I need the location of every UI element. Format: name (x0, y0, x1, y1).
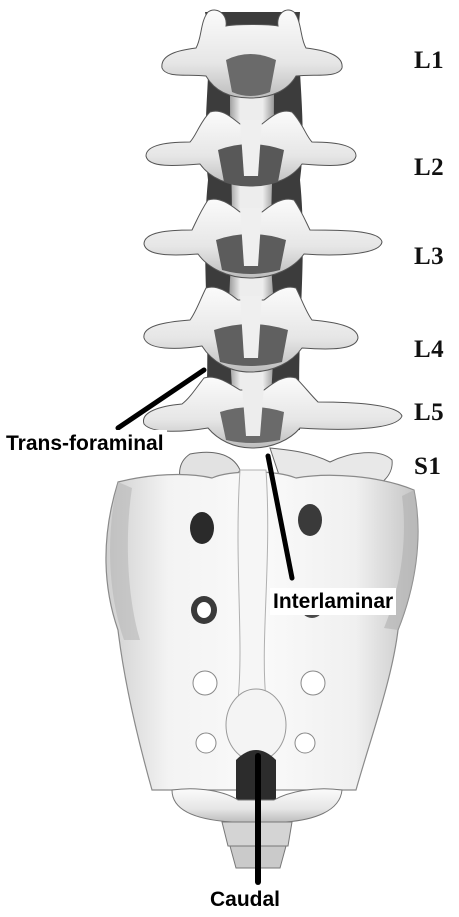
interlaminar-label: Interlaminar (270, 588, 396, 615)
sacral-foramen (190, 512, 214, 544)
level-label-l5: L5 (414, 400, 444, 425)
vertebra-l4 (144, 287, 358, 372)
vertebra-l3 (144, 199, 382, 278)
sacral-foramen (197, 602, 211, 618)
sacral-foramen (298, 504, 322, 536)
sacral-foramen (301, 671, 325, 695)
level-label-s1: S1 (414, 454, 441, 479)
level-label-l3: L3 (414, 244, 444, 269)
sacrum (106, 470, 418, 800)
vertebra-l2 (146, 111, 356, 186)
transforaminal-label: Trans-foraminal (3, 430, 167, 457)
level-label-l4: L4 (414, 337, 444, 362)
level-label-l1: L1 (414, 48, 444, 73)
caudal-label: Caudal (207, 886, 283, 913)
level-label-l2: L2 (414, 155, 444, 180)
sacral-foramen (196, 733, 216, 753)
sacral-foramen (193, 671, 217, 695)
vertebra-l5 (143, 377, 402, 448)
sacral-foramen (295, 733, 315, 753)
